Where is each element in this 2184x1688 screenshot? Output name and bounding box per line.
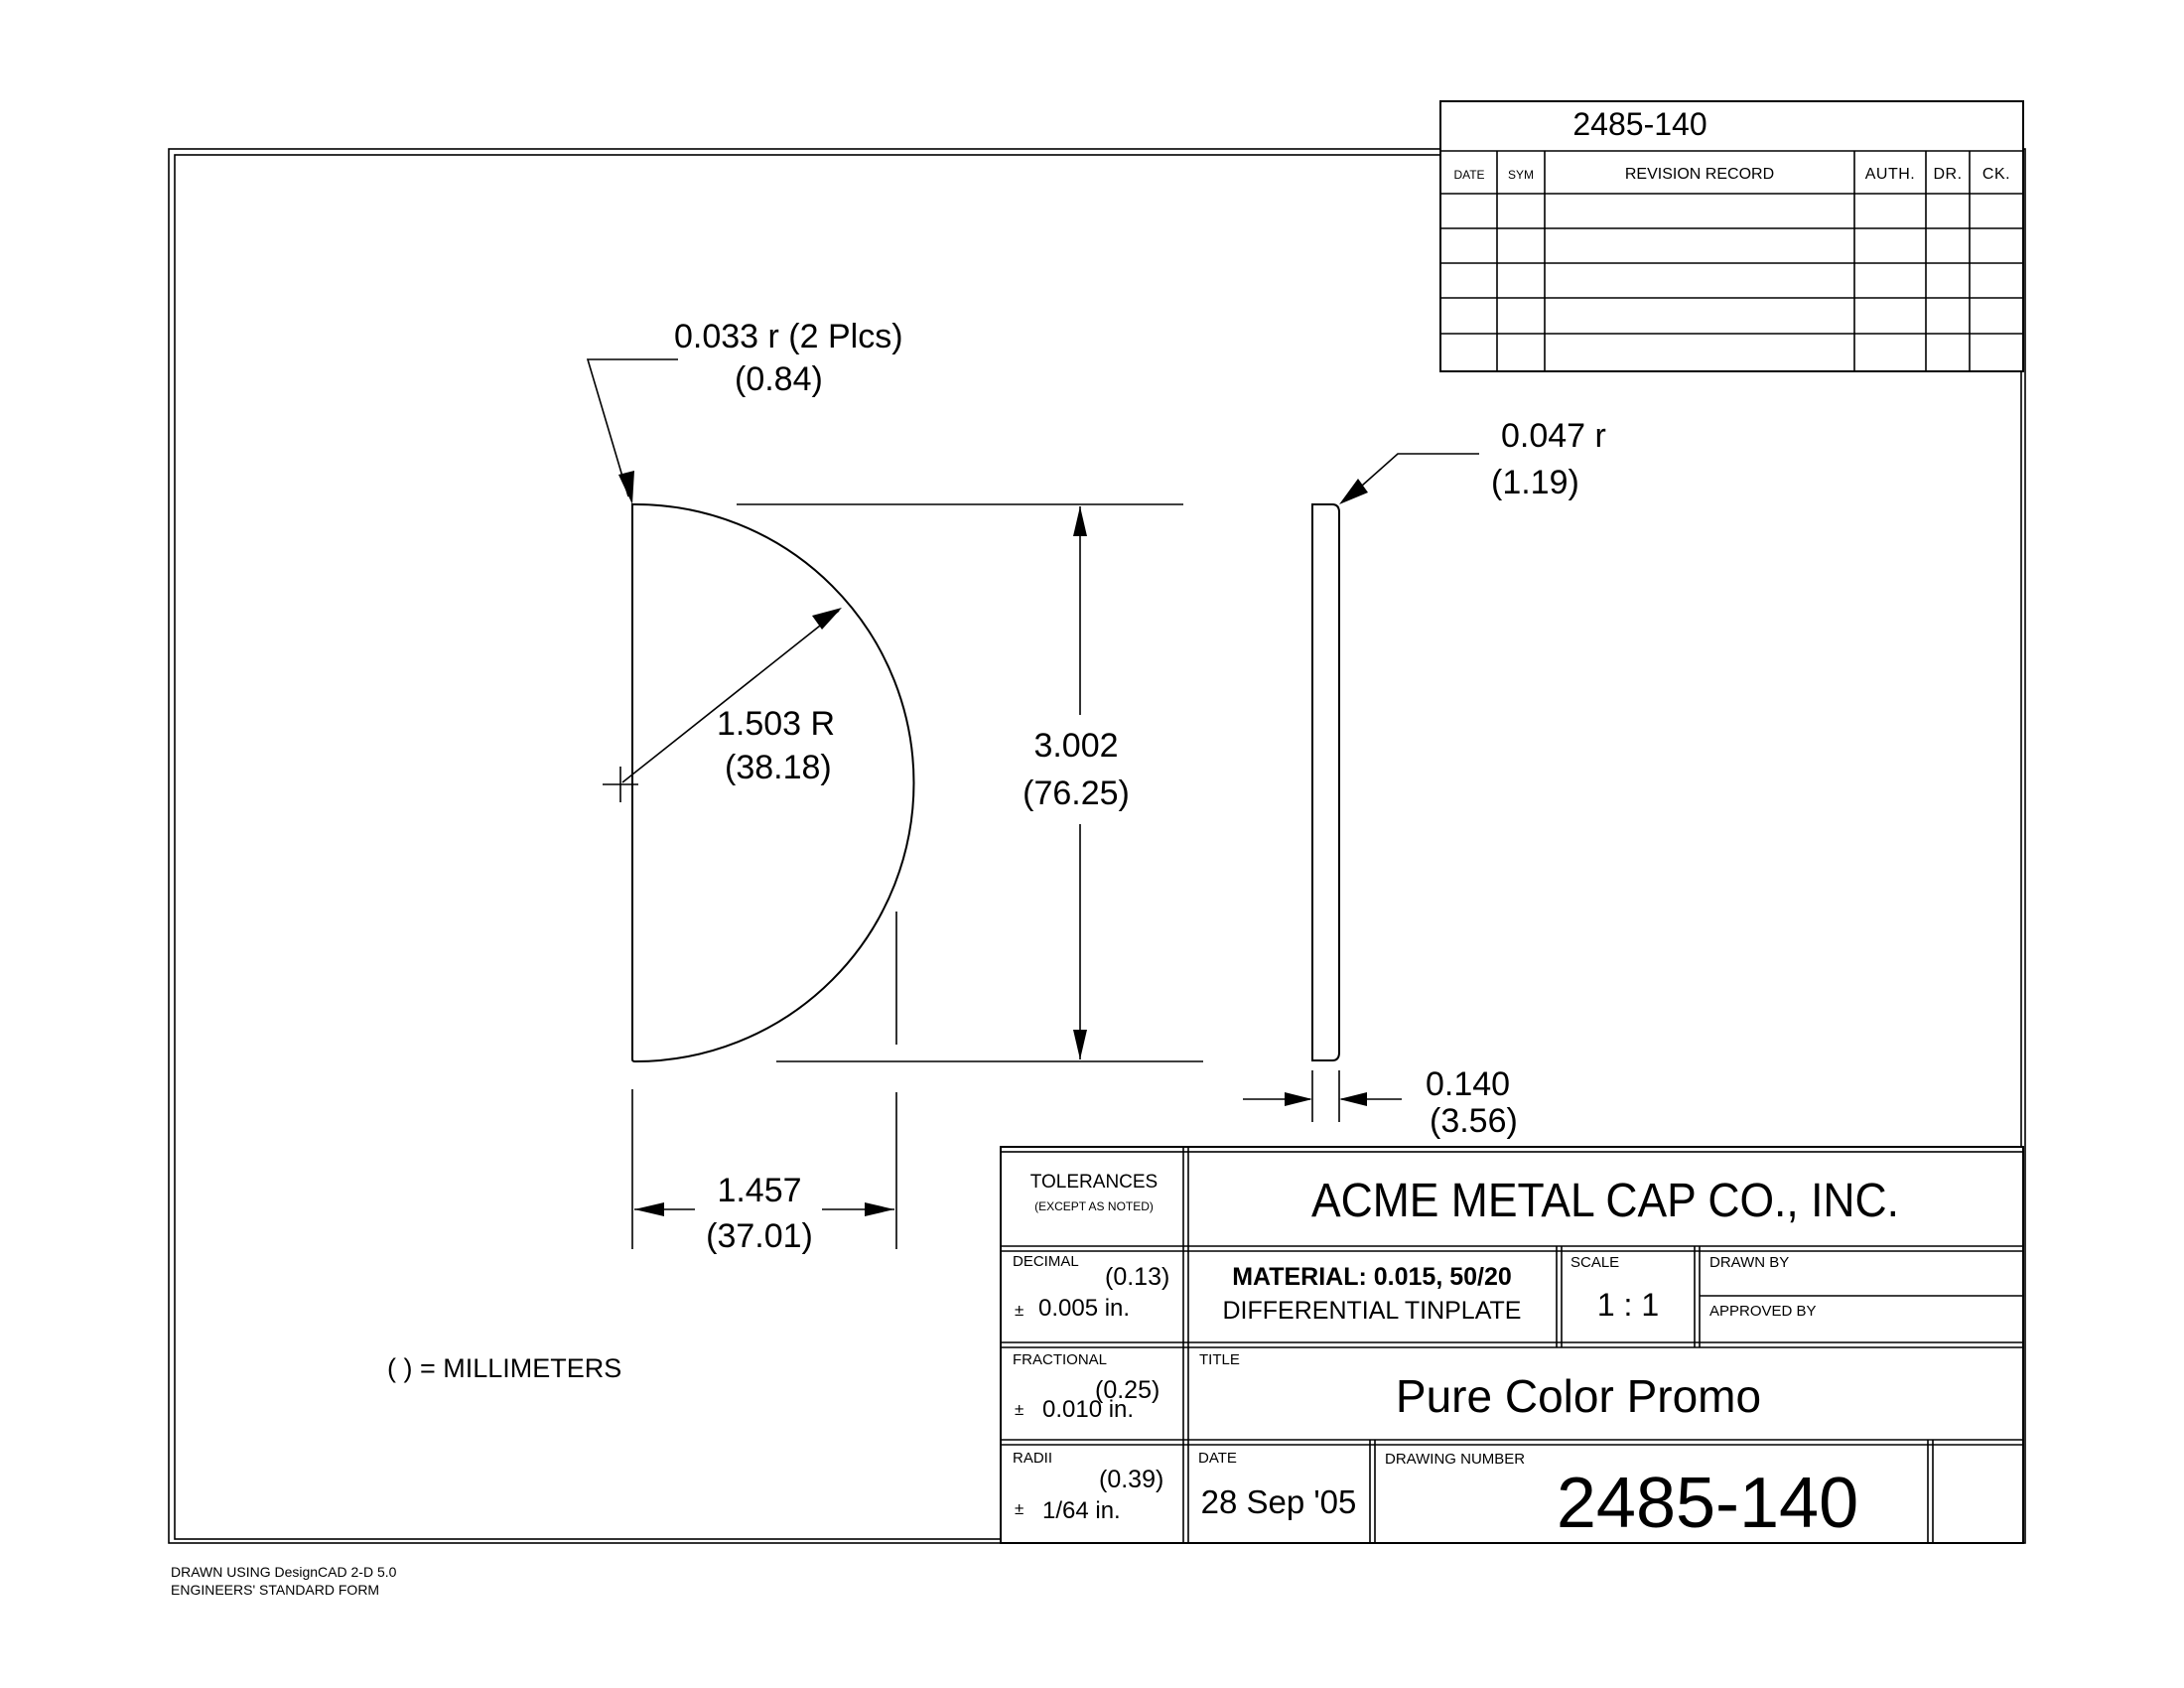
edge-radius-in: 0.047 r [1501, 417, 1606, 455]
radii-plus-minus: ± [1015, 1499, 1024, 1518]
height-in: 3.002 [1033, 727, 1118, 765]
revision-block: 2485-140 DATE SYM REVISION RECORD AUTH. … [1439, 100, 2024, 372]
revision-number: 2485-140 [1572, 106, 1706, 142]
rev-header-sym: SYM [1508, 168, 1534, 182]
drawing-number: 2485-140 [1557, 1464, 1858, 1543]
material-line-1: MATERIAL: 0.015, 50/20 [1232, 1263, 1512, 1291]
rev-header-record: REVISION RECORD [1625, 166, 1774, 183]
thickness-dimension: 0.140 (3.56) [1243, 1065, 1518, 1140]
fractional-plus-minus: ± [1015, 1400, 1024, 1419]
approved-by-label: APPROVED BY [1709, 1303, 1817, 1320]
date-value: 28 Sep '05 [1201, 1483, 1357, 1520]
side-view-profile [1311, 503, 1340, 1061]
material-line-2: DIFFERENTIAL TINPLATE [1223, 1297, 1522, 1325]
corner-radius-mm: (0.84) [735, 360, 823, 398]
decimal-label: DECIMAL [1013, 1253, 1079, 1270]
except-noted-label: (EXCEPT AS NOTED) [1034, 1199, 1154, 1213]
fractional-mm: (0.25) [1095, 1376, 1160, 1404]
corner-radius-leader: 0.033 r (2 Plcs) (0.84) [586, 318, 903, 504]
rev-header-auth: AUTH. [1865, 166, 1916, 183]
tolerances-label: TOLERANCES [1030, 1172, 1158, 1193]
date-label: DATE [1198, 1450, 1237, 1467]
rev-header-ck: CK. [1982, 166, 2010, 183]
thickness-mm: (3.56) [1430, 1102, 1518, 1140]
drawing-number-label: DRAWING NUMBER [1385, 1451, 1525, 1468]
drawn-by-label: DRAWN BY [1709, 1254, 1789, 1271]
height-mm: (76.25) [1023, 774, 1130, 812]
radii-value: 1/64 in. [1042, 1497, 1121, 1524]
width-dimension: 1.457 (37.01) [631, 912, 897, 1255]
fractional-value: 0.010 in. [1042, 1396, 1134, 1423]
footer-software: DRAWN USING DesignCAD 2-D 5.0 [171, 1564, 397, 1580]
width-mm: (37.01) [706, 1217, 813, 1255]
rev-header-date: DATE [1453, 168, 1484, 182]
decimal-plus-minus: ± [1015, 1301, 1024, 1320]
scale-value: 1 : 1 [1597, 1287, 1659, 1323]
decimal-value: 0.005 in. [1038, 1295, 1130, 1322]
fractional-label: FRACTIONAL [1013, 1351, 1107, 1368]
title-block: TOLERANCES (EXCEPT AS NOTED) ACME METAL … [1000, 1146, 2024, 1544]
width-in: 1.457 [717, 1172, 801, 1209]
units-note: ( ) = MILLIMETERS [387, 1353, 621, 1383]
title-label: TITLE [1199, 1351, 1240, 1368]
arc-radius-dimension: 1.503 R (38.18) [621, 608, 842, 786]
arc-radius-mm: (38.18) [725, 749, 832, 786]
radii-label: RADII [1013, 1450, 1052, 1467]
thickness-in: 0.140 [1426, 1065, 1510, 1103]
front-view-profile [603, 503, 915, 1063]
arc-radius-in: 1.503 R [717, 705, 835, 743]
scale-label: SCALE [1570, 1254, 1619, 1271]
edge-radius-leader: 0.047 r (1.19) [1339, 417, 1606, 504]
rev-header-dr: DR. [1933, 166, 1962, 183]
radii-mm: (0.39) [1099, 1466, 1163, 1493]
drawing-title: Pure Color Promo [1396, 1370, 1761, 1422]
footer-form: ENGINEERS' STANDARD FORM [171, 1582, 379, 1598]
corner-radius-in: 0.033 r (2 Plcs) [674, 318, 903, 355]
height-dimension: 3.002 (76.25) [737, 503, 1203, 1062]
company-name: ACME METAL CAP CO., INC. [1311, 1175, 1899, 1227]
edge-radius-mm: (1.19) [1491, 464, 1579, 501]
decimal-mm: (0.13) [1105, 1263, 1169, 1291]
